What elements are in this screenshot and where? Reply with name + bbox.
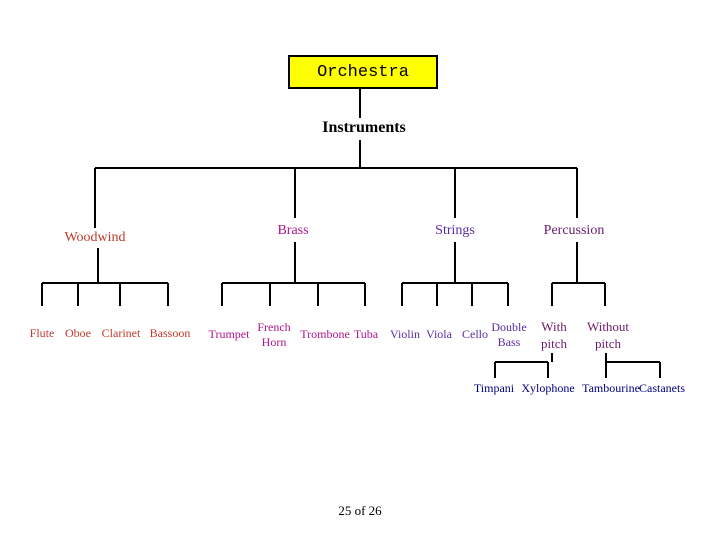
instrument-tambourine: Tambourine [582, 381, 640, 395]
instrument-tuba: Tuba [353, 327, 379, 341]
instrument-double-line1: Double [491, 320, 527, 334]
instrument-clarinet: Clarinet [101, 326, 141, 340]
family-woodwind: Woodwind [64, 230, 126, 245]
percussion-with-line1: With [541, 319, 567, 334]
slide-page-number: 25 of 26 [338, 503, 382, 518]
instrument-french-line1: French [257, 320, 291, 334]
instrument-french-line2: Horn [261, 335, 287, 349]
root-label: Orchestra [317, 62, 409, 82]
instrument-cello: Cello [462, 327, 488, 341]
percussion-without-line2: pitch [595, 336, 621, 351]
root-node-orchestra: Orchestra [288, 55, 438, 89]
instrument-trombone: Trombone [300, 327, 350, 341]
instrument-violin: Violin [390, 327, 420, 341]
instrument-timpani: Timpani [473, 381, 515, 395]
instrument-bassoon: Bassoon [149, 326, 191, 340]
family-brass: Brass [277, 223, 309, 238]
instrument-flute: Flute [29, 326, 55, 340]
family-percussion: Percussion [543, 223, 605, 238]
family-strings: Strings [435, 223, 475, 238]
instrument-castanets: Castanets [639, 381, 685, 395]
instrument-xylophone: Xylophone [521, 381, 575, 395]
instrument-viola: Viola [426, 327, 452, 341]
percussion-with-line2: pitch [541, 336, 567, 351]
instrument-oboe: Oboe [65, 326, 91, 340]
instrument-double-line2: Bass [497, 335, 521, 349]
instrument-trumpet: Trumpet [208, 327, 250, 341]
percussion-without-line1: Without [586, 319, 630, 334]
category-instruments: Instruments [322, 119, 406, 136]
